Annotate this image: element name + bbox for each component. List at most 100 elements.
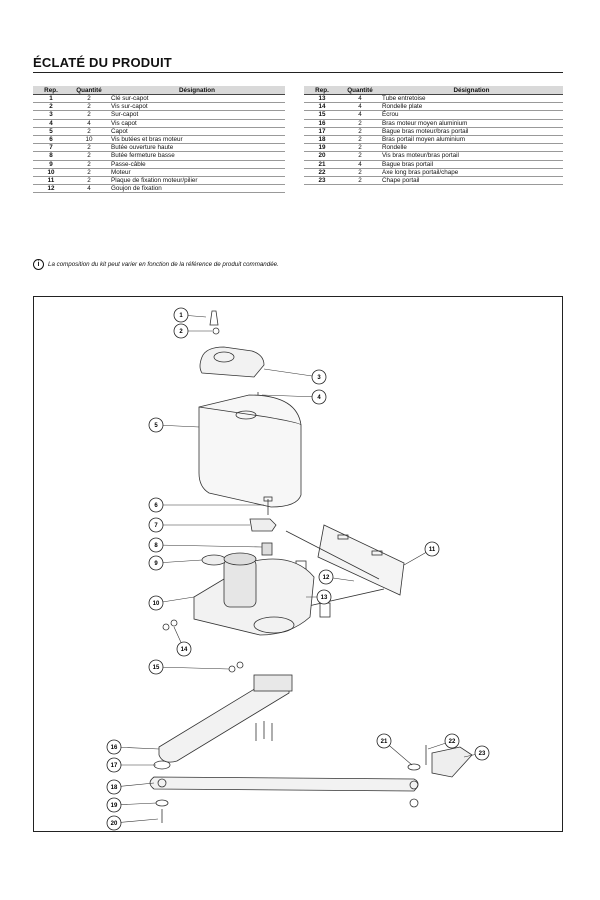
callout-label: 23: [479, 751, 486, 757]
callout-label: 18: [111, 785, 118, 791]
part-gate-bushing: [407, 763, 421, 771]
callout-label: 13: [321, 595, 328, 601]
part-mounting-plate: [317, 524, 405, 596]
cell-designation: Passe-câble: [109, 160, 285, 169]
cell-rep: 18: [304, 135, 340, 145]
header-designation: Désignation: [380, 86, 563, 95]
part-arm-bushing: [153, 760, 171, 770]
callout-leader: [155, 544, 263, 548]
cell-designation: Butée fermeture basse: [109, 151, 285, 161]
callout-bubble: [474, 745, 490, 761]
kit-note: i La composition du kit peut varier en f…: [33, 259, 279, 270]
cell-quantity: 4: [69, 119, 109, 128]
cell-rep: 20: [304, 151, 340, 161]
part-motor-body: [223, 558, 257, 608]
part-cover-hole: [235, 410, 257, 420]
callout-label: 3: [317, 375, 321, 381]
cell-designation: Axe long bras portail/chape: [380, 168, 563, 177]
cell-quantity: 4: [340, 160, 380, 169]
callout-bubble: [106, 779, 122, 795]
callout-leader: [155, 559, 203, 564]
header-quantity: Quantité: [69, 86, 109, 95]
callout-bubble: [148, 595, 164, 611]
callout-label: 2: [179, 329, 183, 335]
table-header-row: Rep. Quantité Désignation: [304, 86, 563, 95]
part-motor-gear: [253, 616, 295, 634]
part-cable-gland: [201, 554, 227, 566]
cell-rep: 23: [304, 176, 340, 186]
part-motor-arm-plate: [253, 674, 293, 692]
part-upper-stop: [249, 518, 277, 532]
cell-quantity: 2: [69, 127, 109, 136]
callout-label: 17: [111, 763, 118, 769]
callout-bubble: [106, 797, 122, 813]
cell-quantity: 2: [340, 176, 380, 186]
cell-designation: Sur-capot: [109, 110, 285, 120]
part-washer: [236, 661, 244, 669]
callout-label: 12: [323, 575, 330, 581]
part-plate-slot: [371, 550, 383, 556]
table-header-row: Rep. Quantité Désignation: [33, 86, 285, 95]
cell-designation: Bras moteur moyen aluminium: [380, 119, 563, 128]
callout-bubble: [376, 733, 392, 749]
cell-quantity: 2: [340, 135, 380, 145]
callout-bubble: [148, 417, 164, 433]
callout-label: 19: [111, 803, 118, 809]
callout-label: 10: [153, 601, 160, 607]
cell-designation: Goujon de fixation: [109, 184, 285, 194]
callout-label: 7: [154, 523, 158, 529]
part-gate-arm-hole: [409, 780, 419, 790]
part-top-cover-ellipse: [213, 351, 235, 363]
info-icon: i: [33, 259, 44, 270]
cell-rep: 6: [33, 135, 69, 145]
cell-rep: 17: [304, 127, 340, 136]
callout-bubble: [173, 323, 189, 339]
cell-designation: Chape portail: [380, 176, 563, 186]
part-nut: [228, 665, 236, 673]
cell-designation: Rondelle plate: [380, 102, 563, 112]
cell-designation: Bras portail moyen aluminium: [380, 135, 563, 145]
callout-bubble: [106, 739, 122, 755]
header-designation: Désignation: [109, 86, 285, 95]
callout-bubble: [148, 659, 164, 675]
cell-rep: 10: [33, 168, 69, 177]
callout-leader: [155, 666, 230, 670]
cell-quantity: 4: [340, 94, 380, 104]
callout-bubble: [176, 641, 192, 657]
cell-quantity: 2: [69, 143, 109, 153]
cell-quantity: 2: [69, 168, 109, 177]
cell-quantity: 2: [69, 176, 109, 186]
part-nut: [162, 623, 170, 631]
cell-rep: 1: [33, 94, 69, 104]
callout-label: 11: [429, 547, 436, 553]
cell-rep: 5: [33, 127, 69, 136]
callout-label: 16: [111, 745, 118, 751]
callout-bubble: [424, 541, 440, 557]
cell-rep: 21: [304, 160, 340, 169]
cell-rep: 9: [33, 160, 69, 169]
callout-bubble: [106, 815, 122, 831]
part-top-cover: [199, 346, 265, 378]
cell-designation: Bague bras moteur/bras portail: [380, 127, 563, 136]
callout-leader: [113, 746, 160, 750]
callout-bubble: [148, 537, 164, 553]
